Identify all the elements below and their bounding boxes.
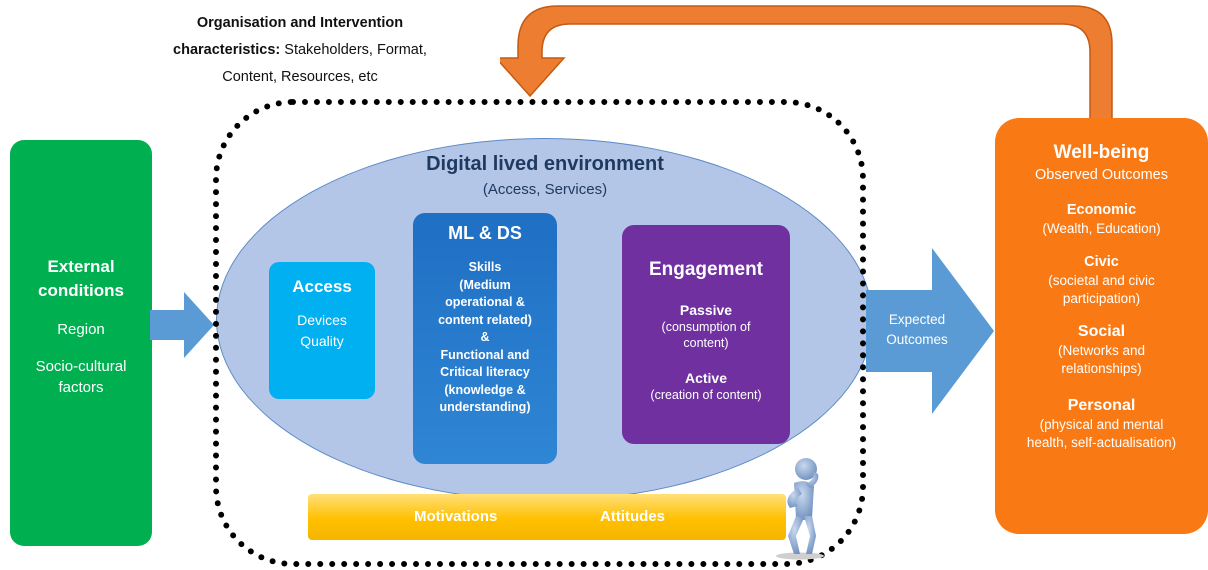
engagement-passive-title: Passive [679,302,733,318]
engagement-title: Engagement [648,259,764,280]
civic-line1: (societal and civic [1048,273,1155,288]
expected-outcomes-arrow [866,248,994,414]
input-arrow [150,292,214,358]
engagement-active-title: Active [684,370,728,386]
wellbeing-title: Well-being [1053,142,1150,163]
access-title: Access [292,277,352,296]
mlds-line: content related) [438,312,532,327]
access-quality: Quality [300,333,344,349]
mlds-line: Critical literacy [440,365,530,379]
social-line1: (Networks and [1057,343,1146,358]
access-box: Access Devices Quality [269,262,375,399]
social-line2: relationships) [1061,361,1142,376]
personal-title: Personal [1067,397,1136,414]
engagement-passive-line2: content) [683,336,729,350]
caption-bold: Organisation and Intervention characteri… [173,15,404,58]
environment-subtitle: (Access, Services) [482,181,608,198]
mlds-line: (knowledge & [444,382,526,397]
expected-line2: Outcomes [886,332,948,347]
external-conditions-box: External conditions Region Socio-cultura… [10,140,152,546]
mlds-line: operational & [445,295,525,309]
mlds-line: (Medium [459,277,511,292]
mlds-title: ML & DS [448,223,522,243]
mlds-skills-list: Skills (Medium operational & content rel… [413,259,557,417]
economic-title: Economic [1066,202,1137,218]
intervention-boundary [213,99,866,567]
external-region: Region [57,321,105,338]
motivations-attitudes-bar: Motivations Attitudes [308,494,786,540]
economic-desc: (Wealth, Education) [1042,221,1161,236]
wellbeing-box: Well-being Observed Outcomes Economic (W… [995,118,1208,534]
mlds-line: & [480,330,490,344]
mlds-line: understanding) [439,400,531,414]
caption-rest: Stakeholders, Format, Content, Resources… [222,42,427,85]
expected-outcomes-label: Expected Outcomes [872,310,962,350]
personal-line1: (physical and mental [1039,417,1164,432]
expected-line1: Expected [888,312,946,327]
environment-title: Digital lived environment [426,153,664,175]
personal-line2: health, self-actualisation) [1026,435,1177,450]
engagement-box: Engagement Passive (consumption of conte… [622,225,790,444]
external-sociocultural-line1: Socio-cultural [35,358,127,375]
civic-line2: participation) [1062,291,1141,306]
external-sociocultural-line2: factors [58,379,104,396]
mlds-line: Skills [468,260,502,274]
attitudes-label: Attitudes [600,508,665,525]
feedback-arrow [500,5,1113,150]
mlds-line: Functional and [440,347,530,362]
wellbeing-subtitle: Observed Outcomes [1035,167,1168,183]
thinking-person-icon [776,458,824,560]
engagement-passive-line1: (consumption of [661,320,751,334]
external-title-line1: External [47,257,115,276]
external-title-line2: conditions [38,281,124,300]
civic-title: Civic [1084,254,1119,270]
organisation-caption: Organisation and Intervention characteri… [150,10,450,91]
social-title: Social [1077,323,1126,340]
engagement-active-desc: (creation of content) [650,388,762,402]
mlds-box: ML & DS Skills (Medium operational & con… [413,213,557,464]
access-devices: Devices [297,312,347,328]
motivations-label: Motivations [414,508,498,525]
